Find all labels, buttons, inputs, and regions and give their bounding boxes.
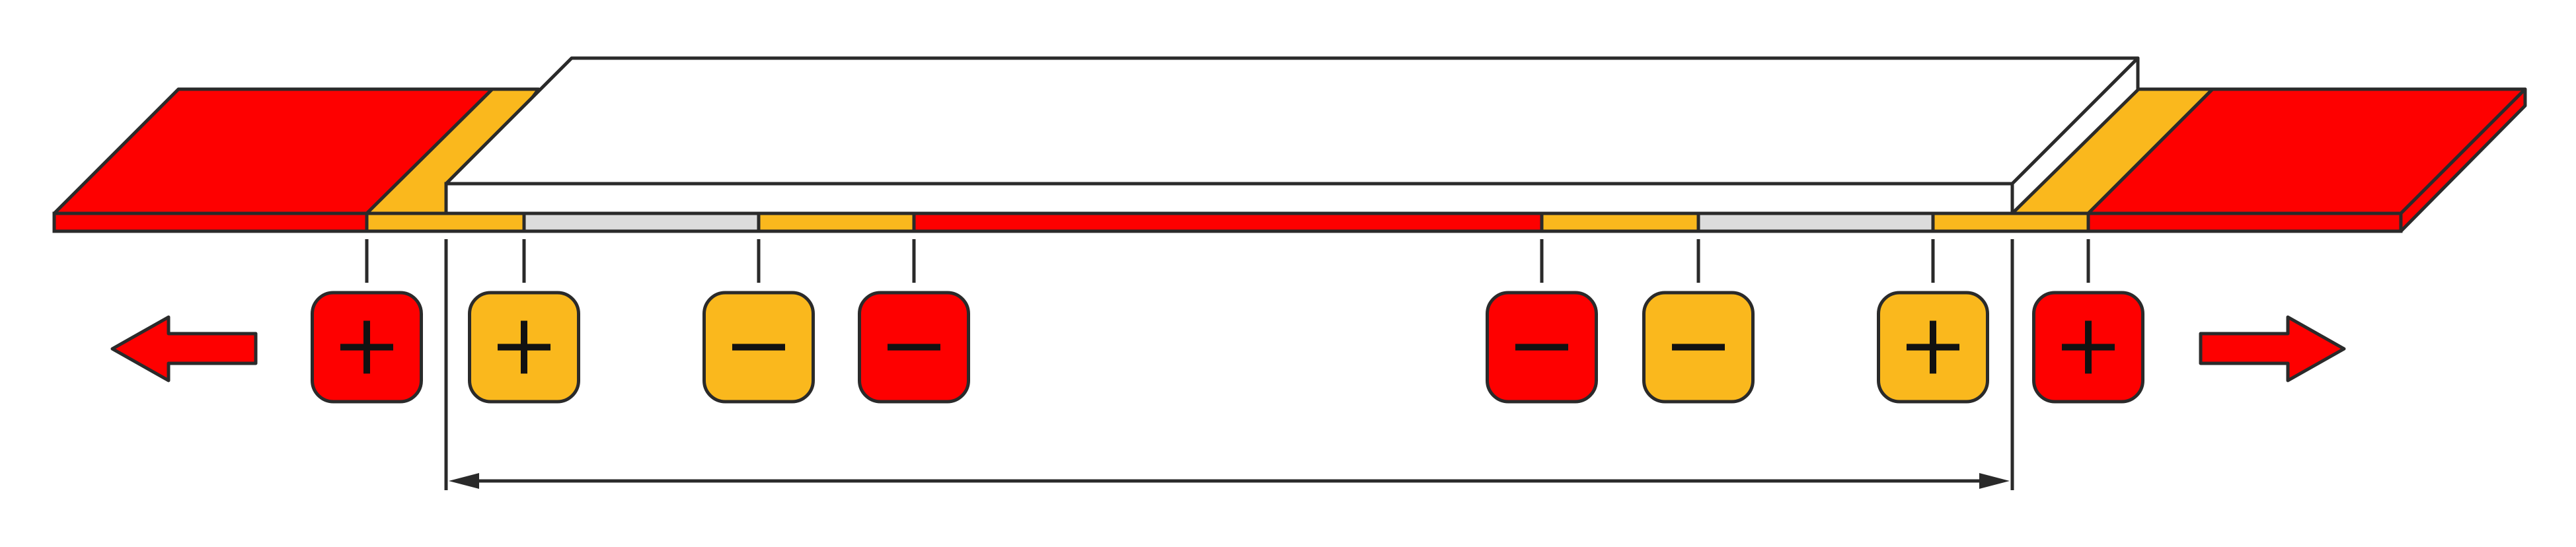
strip-segment-red-center bbox=[912, 211, 1544, 233]
strip-segment-gray-left bbox=[522, 211, 761, 233]
terminal-1-stem bbox=[363, 320, 370, 374]
strip-front-edge bbox=[52, 211, 2403, 233]
dimension-arrowhead-right bbox=[1979, 473, 2010, 489]
terminal-2-stem bbox=[521, 320, 527, 374]
strip-segment-red-right bbox=[2086, 211, 2403, 233]
terminal-row bbox=[311, 291, 2144, 404]
dimension-line bbox=[444, 239, 2014, 490]
strip-segment-amber-right-outer bbox=[1931, 211, 2090, 233]
terminal-4 bbox=[858, 291, 970, 404]
strip-segment-red-left bbox=[52, 211, 369, 233]
terminal-3 bbox=[702, 291, 815, 404]
terminal-1 bbox=[311, 291, 423, 404]
arrow-right bbox=[2199, 315, 2346, 383]
strip-segment-amber-left-outer bbox=[365, 211, 526, 233]
terminal-8-stem bbox=[2085, 320, 2092, 374]
terminal-8 bbox=[2032, 291, 2144, 404]
terminal-5-bar bbox=[1515, 344, 1568, 351]
white-block bbox=[444, 56, 2140, 215]
terminal-7-stem bbox=[1930, 320, 1936, 374]
block-top-face bbox=[444, 56, 2140, 186]
direction-arrows bbox=[110, 315, 2346, 383]
strip-segment-gray-right bbox=[1696, 211, 1935, 233]
strip-segment-amber-left-inner bbox=[757, 211, 916, 233]
terminal-2 bbox=[468, 291, 580, 404]
terminal-6 bbox=[1642, 291, 1755, 404]
terminal-5 bbox=[1486, 291, 1598, 404]
dimension-arrowhead-left bbox=[449, 473, 479, 489]
leader-lines bbox=[365, 239, 2090, 283]
strip-segment-amber-right-inner bbox=[1540, 211, 1700, 233]
terminal-7 bbox=[1877, 291, 1989, 404]
arrow-left bbox=[110, 315, 258, 383]
terminal-3-bar bbox=[732, 344, 785, 351]
terminal-6-bar bbox=[1672, 344, 1725, 351]
block-front-face bbox=[444, 182, 2014, 215]
terminal-4-bar bbox=[888, 344, 940, 351]
